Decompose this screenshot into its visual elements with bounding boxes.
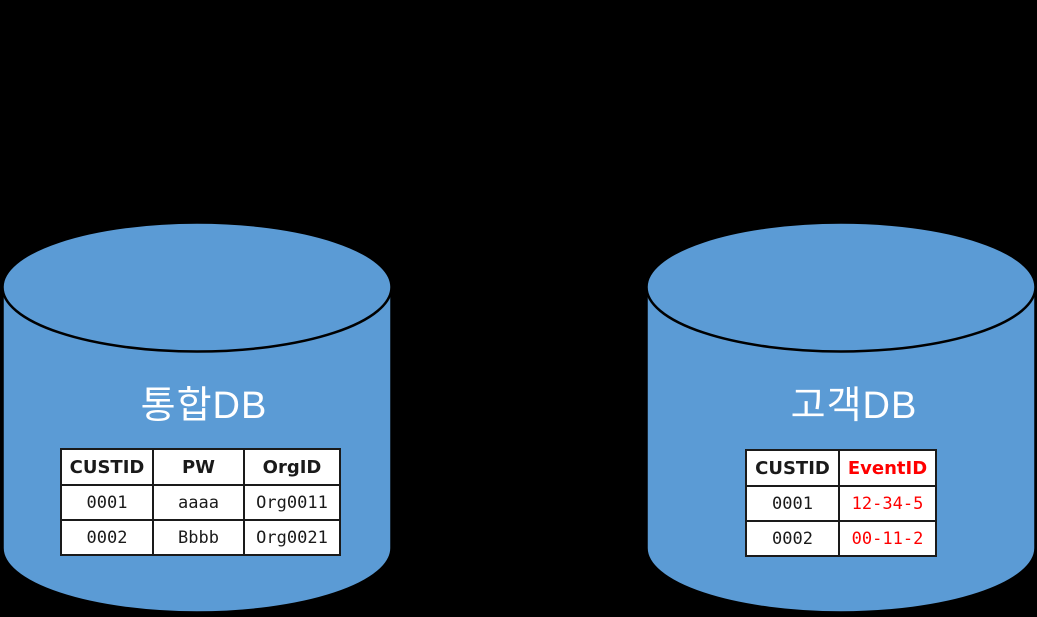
table-cell-custid: 0002 (745, 520, 840, 557)
table-cell-eventid: 12-34-5 (838, 485, 937, 522)
table-cell-eventid: 00-11-2 (838, 520, 937, 557)
table-cell-custid: 0002 (60, 519, 154, 556)
table-row: 0002 00-11-2 (745, 520, 937, 557)
table-cell-pw: Bbbb (152, 519, 245, 556)
right-db-table: CUSTID EventID 0001 12-34-5 0002 00-11-2 (745, 449, 937, 557)
table-row: 0001 aaaa Org0011 (60, 484, 341, 521)
right-db-title: 고객DB (790, 385, 918, 427)
table-row: 0001 12-34-5 (745, 485, 937, 522)
column-header-pw: PW (152, 448, 245, 486)
cylinder-top (645, 221, 1037, 353)
column-header-custid: CUSTID (60, 448, 154, 486)
table-cell-orgid: Org0011 (243, 484, 341, 521)
table-header-row: CUSTID EventID (745, 449, 937, 487)
table-cell-pw: aaaa (152, 484, 245, 521)
table-header-row: CUSTID PW OrgID (60, 448, 341, 486)
table-cell-custid: 0001 (60, 484, 154, 521)
table-cell-orgid: Org0021 (243, 519, 341, 556)
table-cell-custid: 0001 (745, 485, 840, 522)
column-header-eventid: EventID (838, 449, 937, 487)
cylinder-top (1, 221, 393, 353)
left-db-title: 통합DB (140, 385, 268, 427)
table-row: 0002 Bbbb Org0021 (60, 519, 341, 556)
column-header-custid: CUSTID (745, 449, 840, 487)
left-db-table: CUSTID PW OrgID 0001 aaaa Org0011 0002 B… (60, 448, 341, 556)
column-header-orgid: OrgID (243, 448, 341, 486)
